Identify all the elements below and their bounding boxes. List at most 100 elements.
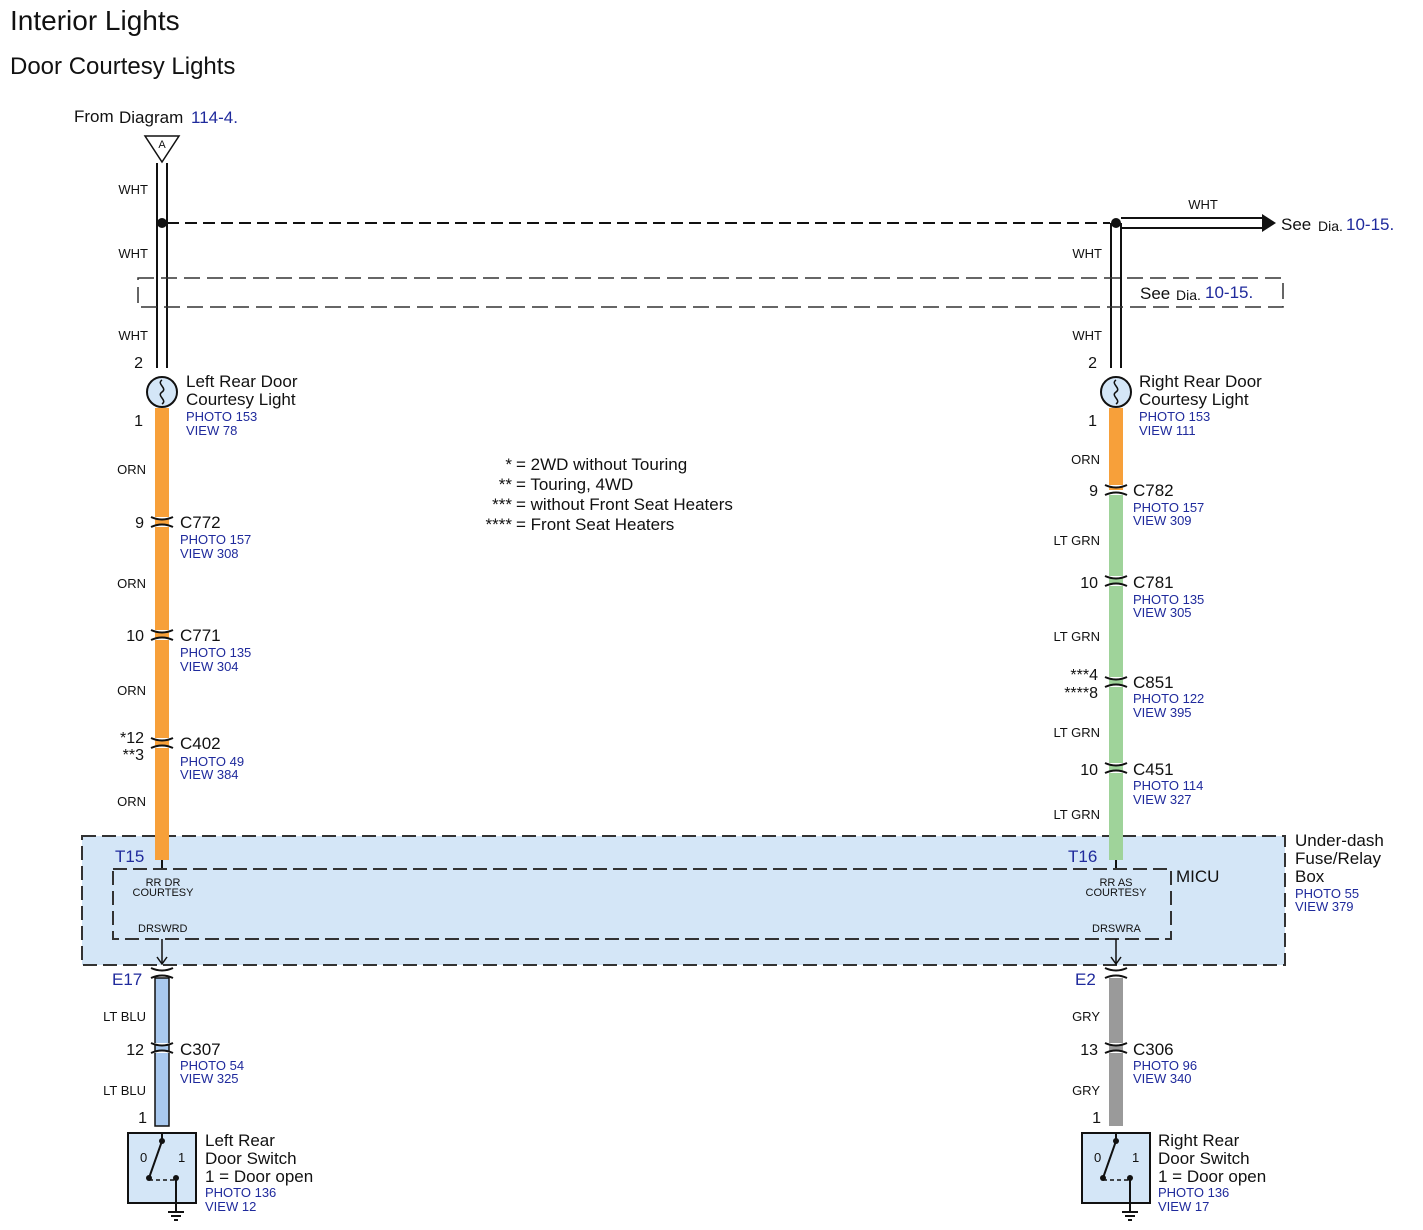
see-right-ref[interactable]: 10-15. — [1346, 215, 1394, 234]
c851-photo[interactable]: PHOTO 122 — [1133, 691, 1204, 706]
note-text-3: = without Front Seat Heaters — [516, 495, 733, 514]
right-switch-name-2: Door Switch — [1158, 1149, 1250, 1168]
left-micu-label-1: RR DR — [146, 877, 181, 889]
c782-photo[interactable]: PHOTO 157 — [1133, 500, 1204, 515]
c451-pin: 10 — [1080, 762, 1098, 779]
c402-pin-1: *12 — [120, 730, 144, 747]
note-mark-3: *** — [492, 495, 512, 514]
see-box-label: See — [1140, 284, 1170, 303]
c781-view[interactable]: VIEW 305 — [1133, 605, 1192, 620]
branch-arrow-icon — [1262, 214, 1276, 232]
under-dash-fuse-relay-box — [81, 835, 1286, 966]
right-gry-color-1: GRY — [1072, 1009, 1100, 1024]
c771-photo[interactable]: PHOTO 135 — [180, 645, 251, 660]
from-diagram-word: Diagram — [119, 108, 183, 127]
right-ltgrn-color-3: LT GRN — [1054, 725, 1100, 740]
right-light-photo[interactable]: PHOTO 153 — [1139, 409, 1210, 424]
from-diagram-ref[interactable]: 114-4. — [191, 108, 238, 127]
terminal-t16: T16 — [1068, 847, 1097, 866]
left-orn-color-4: ORN — [117, 794, 146, 809]
c307-photo[interactable]: PHOTO 54 — [180, 1058, 244, 1073]
see-dia-option-box — [137, 277, 1284, 308]
fusebox-name-3: Box — [1295, 867, 1325, 886]
right-ltgrn-color-1: LT GRN — [1054, 533, 1100, 548]
note-mark-4: **** — [486, 515, 513, 534]
left-orn-color-1: ORN — [117, 462, 146, 477]
right-micu-label-2: COURTESY — [1086, 887, 1148, 899]
c306-view[interactable]: VIEW 340 — [1133, 1071, 1192, 1086]
left-light-name-2: Courtesy Light — [186, 390, 296, 409]
left-light-view[interactable]: VIEW 78 — [186, 423, 237, 438]
c851-view[interactable]: VIEW 395 — [1133, 705, 1192, 720]
left-light-pin-2: 2 — [134, 355, 143, 372]
left-switch-pin: 1 — [138, 1110, 147, 1127]
c402-view[interactable]: VIEW 384 — [180, 767, 239, 782]
left-switch-state-1: 1 — [178, 1150, 185, 1165]
c782-view[interactable]: VIEW 309 — [1133, 513, 1192, 528]
see-right-label: See — [1281, 215, 1311, 234]
right-splice-icon — [1111, 218, 1121, 228]
left-switch-state-note: 1 = Door open — [205, 1167, 313, 1186]
left-light-photo[interactable]: PHOTO 153 — [186, 409, 257, 424]
c781-connector-icon — [1104, 575, 1128, 587]
c772-pin: 9 — [135, 515, 144, 532]
left-orn-color-3: ORN — [117, 683, 146, 698]
fusebox-photo[interactable]: PHOTO 55 — [1295, 886, 1359, 901]
terminal-e17: E17 — [112, 970, 142, 989]
right-light-view[interactable]: VIEW 111 — [1139, 423, 1196, 438]
c771-view[interactable]: VIEW 304 — [180, 659, 239, 674]
right-light-pin-2: 2 — [1088, 355, 1097, 372]
c307-pin: 12 — [126, 1042, 144, 1059]
c451-photo[interactable]: PHOTO 114 — [1133, 778, 1203, 793]
c782-pin: 9 — [1089, 483, 1098, 500]
c772-name: C772 — [180, 513, 221, 532]
micu-box — [112, 868, 1172, 940]
left-switch-view[interactable]: VIEW 12 — [205, 1199, 256, 1214]
c306-photo[interactable]: PHOTO 96 — [1133, 1058, 1197, 1073]
c772-photo[interactable]: PHOTO 157 — [180, 532, 251, 547]
c851-connector-icon — [1104, 676, 1128, 688]
branch-wire — [1121, 217, 1262, 229]
right-switch-state-note: 1 = Door open — [1158, 1167, 1266, 1186]
note-mark-2: ** — [499, 475, 513, 494]
c851-name: C851 — [1133, 673, 1174, 692]
c851-pin-1: ***4 — [1070, 667, 1098, 684]
left-switch-name-1: Left Rear — [205, 1131, 275, 1150]
left-micu-output-label: DRSWRD — [138, 923, 188, 935]
right-micu-output-label: DRSWRA — [1092, 923, 1142, 935]
see-box-ref[interactable]: 10-15. — [1205, 283, 1253, 302]
c781-photo[interactable]: PHOTO 135 — [1133, 592, 1204, 607]
c402-photo[interactable]: PHOTO 49 — [180, 754, 244, 769]
c771-connector-icon — [150, 629, 174, 641]
c307-connector-icon — [150, 1042, 174, 1054]
right-light-pin-1: 1 — [1088, 413, 1097, 430]
right-wht-wire — [1110, 223, 1122, 368]
c307-view[interactable]: VIEW 325 — [180, 1071, 239, 1086]
fusebox-view[interactable]: VIEW 379 — [1295, 899, 1354, 914]
left-ltblu-color-2: LT BLU — [103, 1083, 146, 1098]
c851-pin-2: ****8 — [1064, 685, 1098, 702]
c781-name: C781 — [1133, 573, 1174, 592]
c306-connector-icon — [1104, 1042, 1128, 1054]
c781-pin: 10 — [1080, 575, 1098, 592]
right-switch-view[interactable]: VIEW 17 — [1158, 1199, 1209, 1214]
right-wire-color-1: WHT — [1072, 246, 1102, 261]
c772-view[interactable]: VIEW 308 — [180, 546, 239, 561]
note-text-4: = Front Seat Heaters — [516, 515, 674, 534]
option-notes: * = 2WD without Touring ** = Touring, 4W… — [486, 455, 733, 534]
right-switch-name-1: Right Rear — [1158, 1131, 1240, 1150]
see-right-dia: Dia. — [1318, 218, 1343, 234]
c451-view[interactable]: VIEW 327 — [1133, 792, 1192, 807]
c402-pin-2: **3 — [123, 747, 144, 764]
c306-pin: 13 — [1080, 1042, 1098, 1059]
left-door-switch-icon — [127, 1132, 197, 1221]
connector-a-label: A — [158, 139, 166, 151]
connector-a-icon — [143, 135, 181, 164]
terminal-e2: E2 — [1075, 970, 1096, 989]
right-switch-photo[interactable]: PHOTO 136 — [1158, 1185, 1229, 1200]
see-box-dia: Dia. — [1176, 287, 1201, 303]
left-switch-photo[interactable]: PHOTO 136 — [205, 1185, 276, 1200]
left-ltblu-color-1: LT BLU — [103, 1009, 146, 1024]
right-e2-connector-icon — [1104, 967, 1128, 979]
page-title: Interior Lights — [10, 5, 180, 36]
